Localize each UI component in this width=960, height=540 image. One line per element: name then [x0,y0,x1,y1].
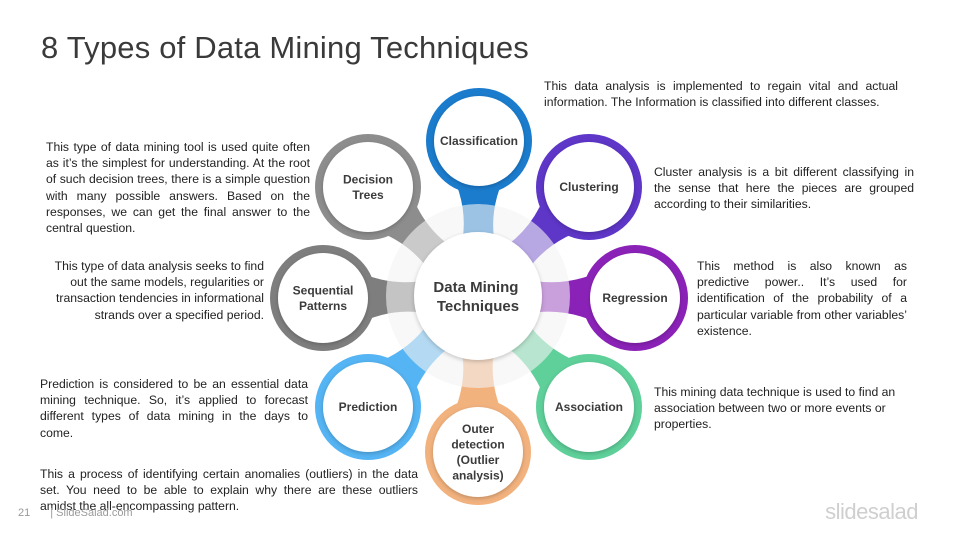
center-circle [414,232,542,360]
center-label-line: Data Mining [433,279,518,296]
slide-footer: 21 | SlideSalad.com [18,507,133,519]
classification-node [434,96,524,186]
footer-site: | SlideSalad.com [50,507,133,519]
page-number: 21 [18,507,31,519]
clustering-description: Cluster analysis is a bit different clas… [654,165,914,212]
decision-trees-label-line: Decision [343,172,393,186]
outer-detection-label-line: analysis) [452,468,503,482]
clustering-label: Clustering [559,180,618,194]
outer-detection-description: This a process of identifying certain an… [40,467,418,514]
association-label: Association [555,400,623,414]
sequential-patterns-label-line: Patterns [299,299,347,313]
classification-label-line: Classification [440,134,518,148]
sequential-patterns-label-line: Sequential [293,283,354,297]
prediction-label-line: Prediction [339,400,398,414]
slide-title: 8 Types of Data Mining Techniques [41,30,529,65]
petal-group [270,88,688,505]
regression-node [590,253,680,343]
center-label: Data Mining Techniques [433,279,522,315]
decision-trees-node [323,142,413,232]
sequential-patterns-description: This type of data analysis seeks to find… [54,259,264,322]
prediction-label: Prediction [339,400,398,414]
outer-detection-label-line: detection [451,437,504,451]
regression-description: This method is also known as predictive … [697,259,907,338]
prediction-node [323,362,413,452]
association-label-line: Association [555,400,623,414]
clustering-label-line: Clustering [559,180,618,194]
regression-label: Regression [602,291,667,305]
classification-description: This data analysis is implemented to reg… [544,79,898,110]
slidesalad-logo: slidesalad [825,499,918,524]
association-description: This mining data technique is used to fi… [654,385,896,432]
decision-trees-description: This type of data mining tool is used qu… [46,140,310,236]
decision-trees-label-line: Trees [352,188,384,202]
classification-label: Classification [440,134,518,148]
regression-label-line: Regression [602,291,667,305]
outer-detection-label-line: (Outlier [457,453,500,467]
sequential-patterns-node [278,253,368,343]
center-label-line: Techniques [437,298,519,315]
outer-detection-label-line: Outer [462,422,494,436]
prediction-description: Prediction is considered to be an essent… [40,377,308,440]
node-label-group: ClassificationClusteringRegressionAssoci… [293,134,668,482]
association-node [544,362,634,452]
outer-detection-node [433,407,523,497]
clustering-node [544,142,634,232]
